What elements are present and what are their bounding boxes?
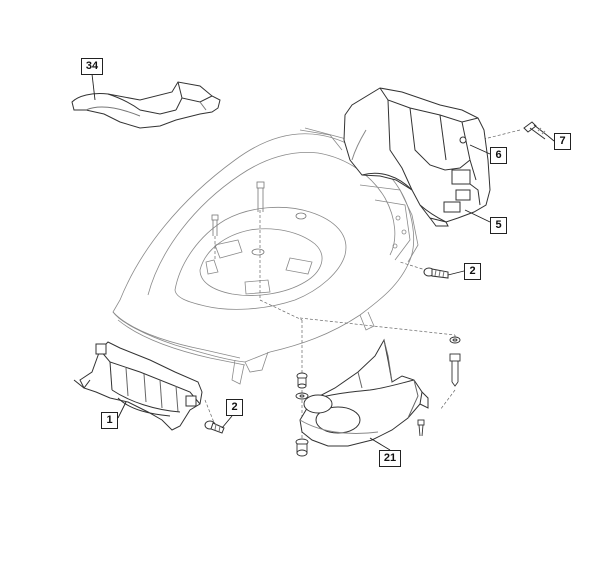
callout-5[interactable]: 5 bbox=[490, 217, 507, 234]
part-6-rear-housing bbox=[343, 87, 491, 227]
callout-6[interactable]: 6 bbox=[490, 147, 507, 164]
guard-bolt bbox=[449, 336, 461, 387]
leader-lines bbox=[91, 73, 555, 451]
callout-2-right[interactable]: 2 bbox=[464, 263, 481, 280]
part-34-plug bbox=[71, 81, 221, 129]
part-2-screw-left bbox=[204, 420, 225, 434]
part-21-guard bbox=[299, 338, 429, 447]
callout-21[interactable]: 21 bbox=[379, 450, 401, 467]
guard-screw bbox=[417, 419, 425, 437]
callout-7[interactable]: 7 bbox=[554, 133, 571, 150]
callout-2-left[interactable]: 2 bbox=[226, 399, 243, 416]
mower-deck bbox=[112, 127, 419, 385]
callout-1[interactable]: 1 bbox=[101, 412, 118, 429]
part-7-screw bbox=[523, 121, 549, 140]
deck-bolts bbox=[211, 181, 307, 256]
part-1-front-flap bbox=[73, 341, 203, 431]
part-2-screw-right bbox=[423, 267, 449, 279]
callout-34[interactable]: 34 bbox=[81, 58, 103, 75]
hardware-stack bbox=[295, 372, 309, 457]
